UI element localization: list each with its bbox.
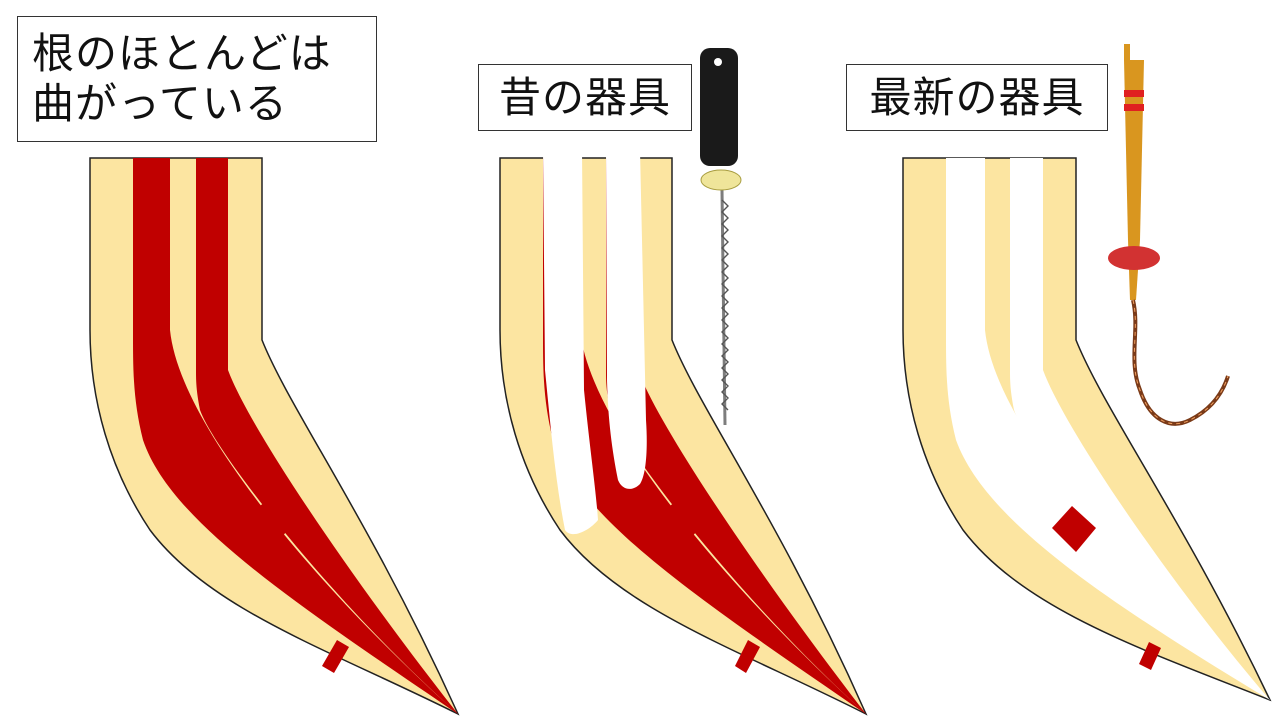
canal-isthmus (642, 498, 700, 562)
label-old-instrument: 昔の器具 (478, 64, 692, 131)
canal-isthmus (232, 498, 290, 562)
label-curved-roots: 根のほとんどは 曲がっている (17, 16, 377, 142)
canal-right (196, 158, 458, 714)
label-line-1: 根のほとんどは (32, 29, 332, 79)
band (1124, 104, 1144, 111)
stopper (1108, 246, 1160, 270)
cleaned-canal-left (946, 158, 1270, 700)
label-line-2: 曲がっている (32, 79, 288, 128)
cleaned-canal-right (1010, 158, 1270, 700)
rotary-file-icon (1108, 44, 1230, 426)
label-new-instrument: 最新の器具 (846, 64, 1108, 131)
canal-accessory (322, 640, 349, 673)
cleaned-path-left (543, 150, 598, 535)
root-panel-1 (89, 157, 460, 716)
label-line-1: 最新の器具 (869, 72, 1085, 122)
canal-accessory (735, 640, 760, 673)
canal-accessory (1139, 642, 1161, 670)
shaft (1124, 60, 1144, 300)
root-panel-2 (499, 150, 868, 716)
band (1124, 90, 1144, 97)
root-panel-3 (902, 157, 1272, 702)
canal-isthmus (1052, 506, 1096, 552)
hand-file-icon (700, 48, 742, 426)
stopper (700, 169, 742, 191)
label-line-1: 昔の器具 (498, 72, 671, 122)
canal-left (133, 158, 458, 714)
cleaned-path-right (606, 150, 647, 489)
handle (700, 48, 738, 166)
